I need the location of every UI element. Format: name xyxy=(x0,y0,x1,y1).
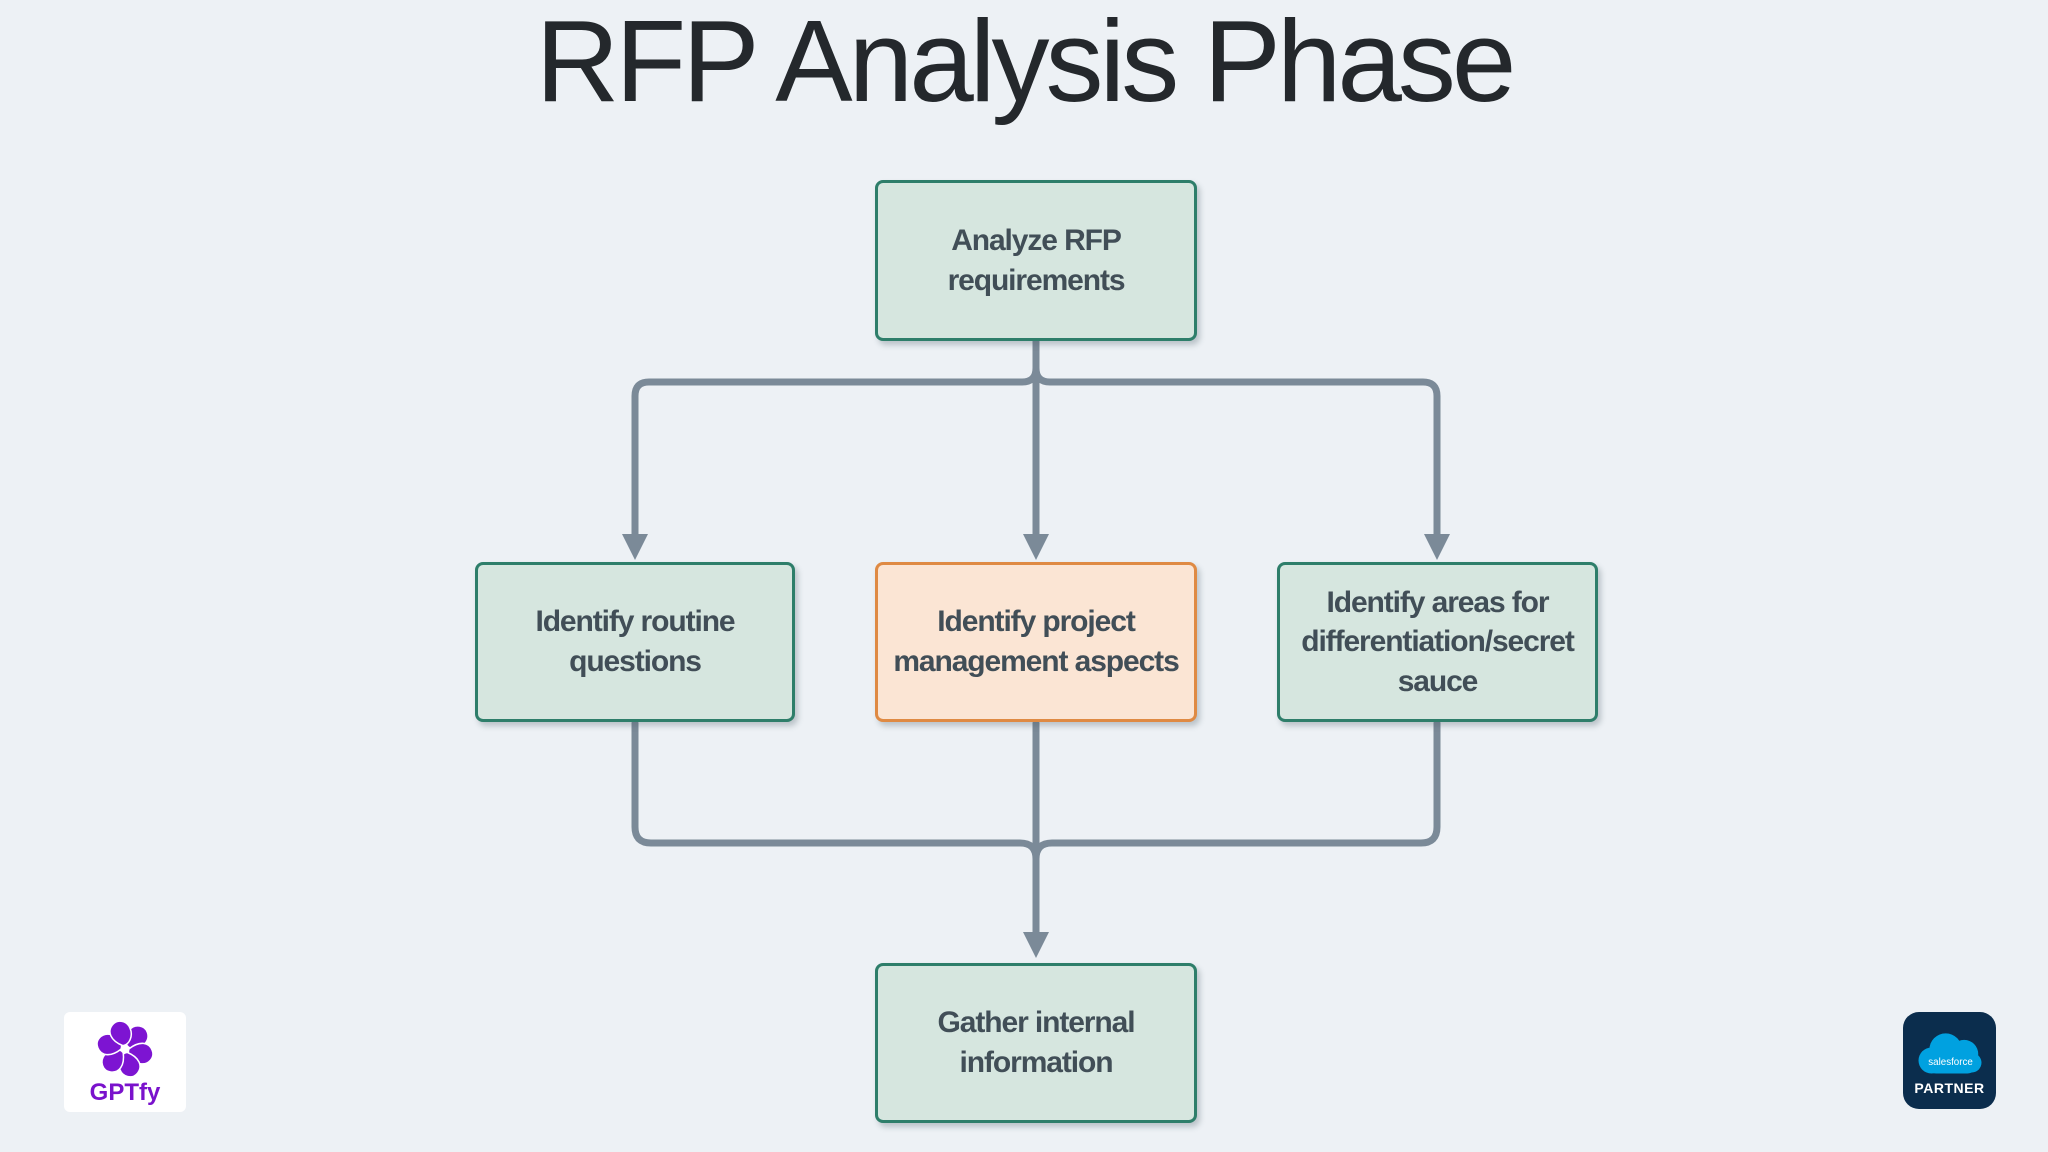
edge-analyze-to-differentiation xyxy=(1032,337,1441,538)
gptfy-wordmark: GPTfy xyxy=(89,1078,161,1106)
arrowhead-left xyxy=(622,534,648,560)
node-label: Identify project management aspects xyxy=(893,605,1179,678)
arrowhead-bottom xyxy=(1023,932,1049,958)
node-label: Gather internal information xyxy=(937,1006,1136,1079)
edge-analyze-to-routine xyxy=(631,337,1040,538)
node-identify-areas-for-differentiation: Identify areas for differentiation/secre… xyxy=(1277,562,1598,722)
salesforce-partner-badge: salesforce PARTNER xyxy=(1903,1012,1996,1109)
salesforce-cloud-icon: salesforce xyxy=(1918,1032,1981,1074)
node-gather-internal-information: Gather internal information xyxy=(875,963,1197,1123)
edge-routine-to-gather xyxy=(631,719,1040,936)
salesforce-partner-label: PARTNER xyxy=(1914,1079,1985,1096)
node-identify-routine-questions: Identify routine questions xyxy=(475,562,795,722)
node-identify-project-management-aspects: Identify project management aspects xyxy=(875,562,1197,722)
arrowhead-center xyxy=(1023,534,1049,560)
node-label: Analyze RFP requirements xyxy=(947,223,1126,297)
gptfy-pinwheel-icon xyxy=(96,1019,154,1078)
arrowhead-right xyxy=(1424,534,1450,560)
node-label: Identify routine questions xyxy=(535,605,735,678)
edge-differentiation-to-gather xyxy=(1032,719,1441,936)
node-label: Identify areas for differentiation/secre… xyxy=(1301,585,1575,698)
salesforce-wordmark: salesforce xyxy=(1928,1056,1973,1067)
page-title: RFP Analysis Phase xyxy=(535,0,1517,126)
gptfy-logo: GPTfy xyxy=(64,1012,186,1112)
node-analyze-rfp-requirements: Analyze RFP requirements xyxy=(875,180,1197,341)
